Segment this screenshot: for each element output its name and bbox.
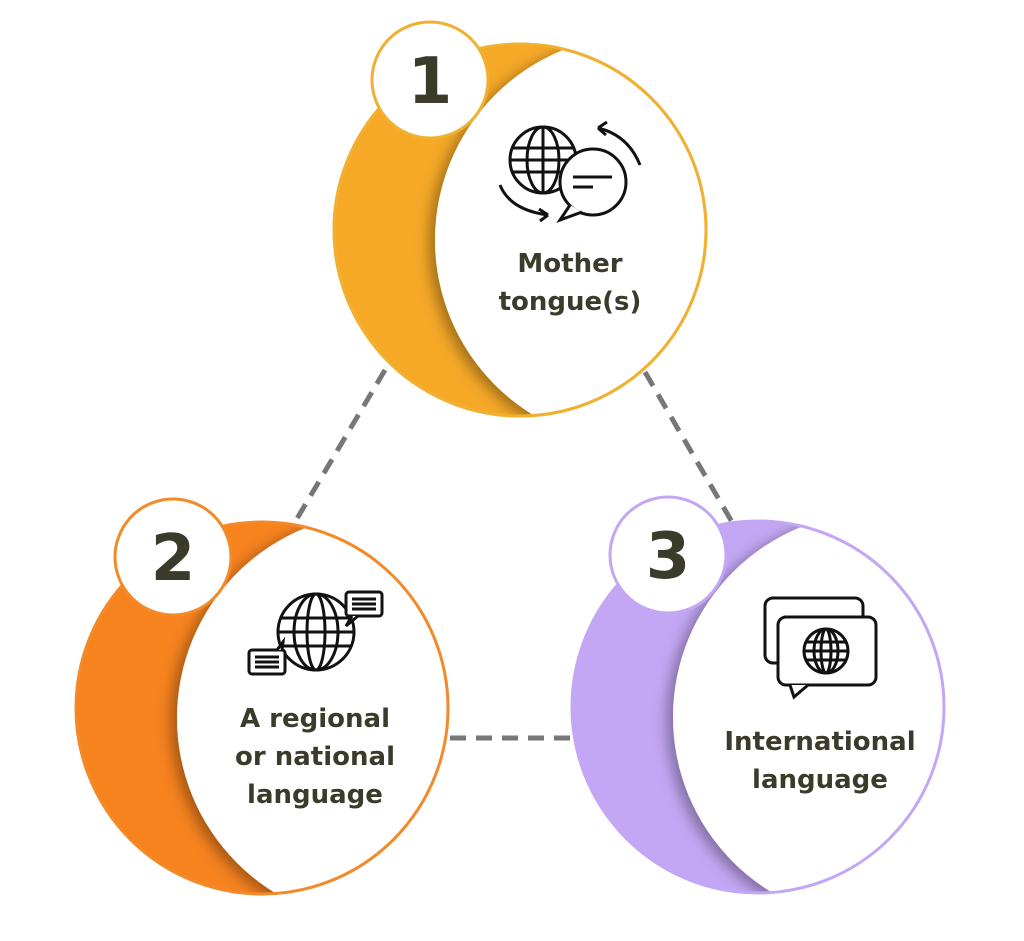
badge-number: 3 xyxy=(646,520,691,594)
globe-messages-icon xyxy=(247,590,384,676)
node-label: International xyxy=(724,727,915,757)
connector-1-3 xyxy=(642,370,735,524)
node-label: language xyxy=(247,780,383,810)
node-label: Mother xyxy=(517,249,622,279)
badge-number: 1 xyxy=(408,45,453,119)
speech-bubbles-globe-icon xyxy=(763,596,878,700)
badge-1 xyxy=(370,20,490,140)
node-regional-language: 2 A regional or national language xyxy=(74,497,450,896)
badge-3 xyxy=(608,495,728,615)
node-label: or national xyxy=(235,742,395,772)
node-label: tongue(s) xyxy=(499,287,642,317)
node-label: A regional xyxy=(240,704,390,734)
badge-2 xyxy=(113,497,233,617)
node-label: language xyxy=(752,765,888,795)
badge-number: 2 xyxy=(151,522,196,596)
node-mother-tongue: 1 Mother tongue(s) xyxy=(332,20,708,418)
node-international-language: 3 International language xyxy=(570,495,946,895)
connector-1-2 xyxy=(292,368,388,524)
globe-translate-icon xyxy=(498,120,642,223)
